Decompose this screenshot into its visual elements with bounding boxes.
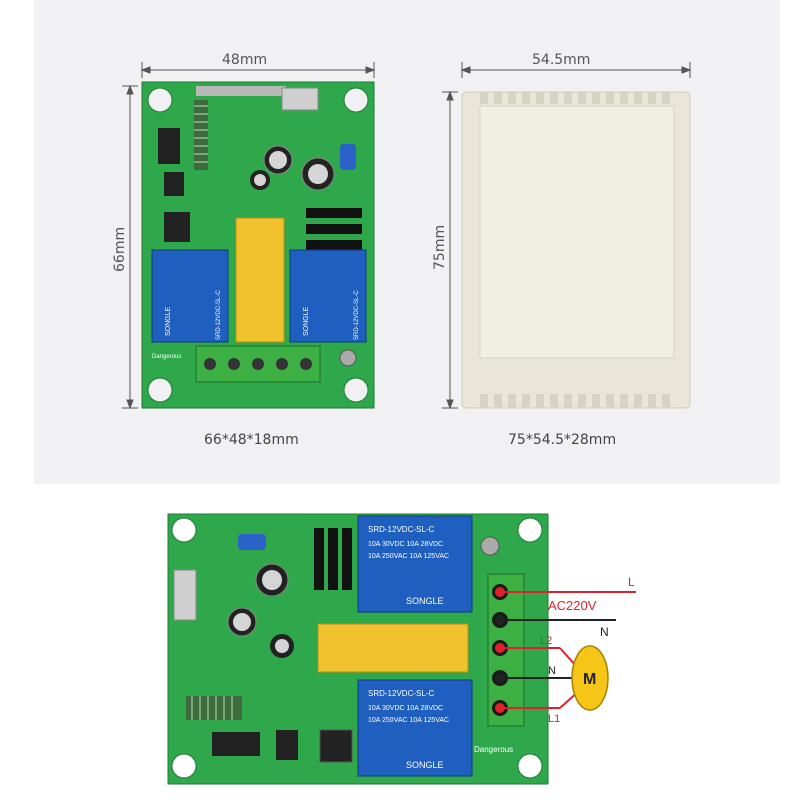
- relay-brand-3: SONGLE: [406, 596, 444, 606]
- relay-rating-dc-3: 10A 30VDC 10A 28VDC: [368, 541, 443, 548]
- wire-label-l: L: [628, 575, 635, 589]
- relay-rating-ac-4: 10A 250VAC 10A 125VAC: [368, 717, 449, 724]
- wire-label-ac: AC220V: [548, 598, 597, 613]
- dangerous-label: Dangerous: [474, 745, 513, 754]
- relay-brand-1: SONGLE: [165, 306, 172, 336]
- relay-model-3: SRD-12VDC-SL-C: [368, 525, 434, 534]
- relay-rating-ac-3: 10A 250VAC 10A 125VAC: [368, 553, 449, 560]
- relay-model-1: SRD-12VDC-SL-C: [216, 290, 222, 340]
- relay-model-4: SRD-12VDC-SL-C: [368, 689, 434, 698]
- relay-brand-4: SONGLE: [406, 760, 444, 770]
- relay-model-2: SRD-12VDC-SL-C: [354, 290, 360, 340]
- enclosure-size-caption: 75*54.5*28mm: [508, 432, 617, 448]
- board-size-caption: 66*48*18mm: [204, 432, 299, 448]
- enclosure-width-label: 54.5mm: [532, 52, 591, 68]
- top-dangerous-label: Dangerous: [152, 354, 181, 360]
- motor-icon: [571, 645, 609, 711]
- relay-brand-2: SONGLE: [303, 306, 310, 336]
- top-pcb: [141, 81, 375, 409]
- wire-label-l2: L2: [540, 635, 552, 647]
- wiring-diagram: [495, 587, 636, 713]
- motor-label: M: [583, 671, 596, 688]
- enclosure: [461, 91, 691, 409]
- wire-label-l1: L1: [548, 713, 560, 725]
- wire-label-n1: N: [600, 625, 609, 639]
- relay-rating-dc-4: 10A 30VDC 10A 28VDC: [368, 705, 443, 712]
- bottom-pcb: [167, 513, 549, 785]
- dimension-lines: [122, 62, 692, 410]
- wire-label-n2: N: [548, 665, 556, 677]
- board-width-label: 48mm: [222, 52, 268, 68]
